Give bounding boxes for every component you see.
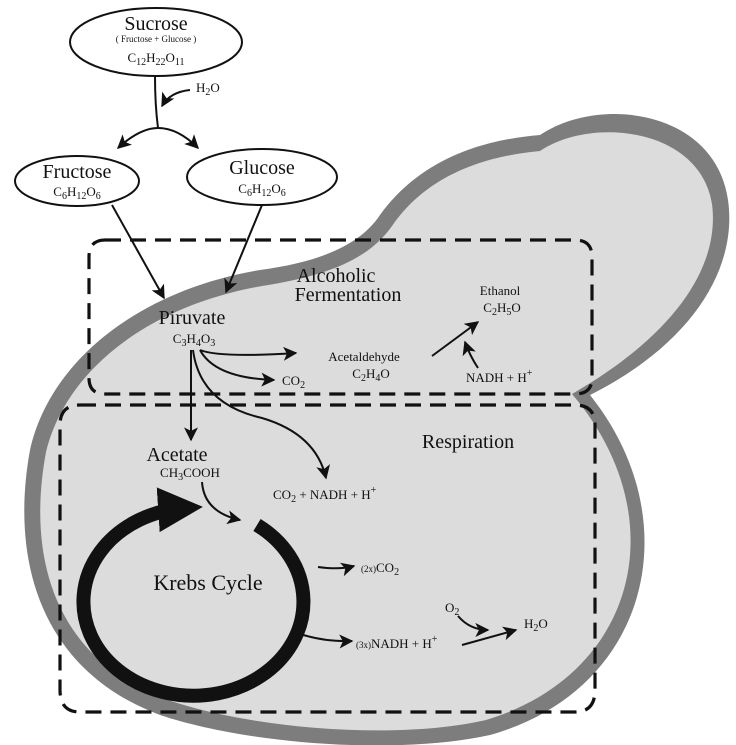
acetaldehyde-label: Acetaldehyde [328, 349, 400, 364]
sucrose-formula: C12H22O11 [127, 50, 184, 68]
acetaldehyde-formula: C2H4O [352, 366, 389, 384]
water-input-label: H2O [196, 80, 220, 98]
fructose-label: Fructose [43, 161, 112, 183]
fructose-oval [14, 155, 140, 207]
krebs-to-co2-arrow [317, 562, 356, 577]
piruvate-to-co2-arrow [199, 349, 276, 387]
acetate-to-krebs-arrow [201, 481, 242, 525]
piruvate-to-acetaldehyde-arrow [199, 346, 298, 361]
cell-interior [40, 132, 713, 731]
fermentation-co2-label: CO2 [282, 373, 305, 391]
respiration-region [58, 403, 597, 714]
acetate-formula: CH3COOH [160, 465, 220, 483]
oxygen-to-water-arrow [457, 615, 490, 637]
fermentation-nadh-label: NADH + H+ [466, 368, 533, 385]
split-to-glucose-arrow [157, 127, 199, 149]
fermentation-title-line1: Alcoholic [297, 265, 376, 287]
ethanol-formula: C2H5O [483, 300, 520, 318]
fructose-formula: C6H12O6 [53, 184, 100, 202]
fermentation-region [87, 238, 594, 396]
glucose-formula: C6H12O6 [238, 181, 285, 199]
respiration-title: Respiration [422, 431, 514, 453]
sucrose-composition-note: ( Fructose + Glucose ) [116, 34, 197, 44]
fructose-to-piruvate-arrow [111, 204, 165, 300]
water-output-label: H2O [524, 616, 548, 634]
krebs-cycle-label: Krebs Cycle [153, 570, 262, 595]
sucrose-stem-line [154, 75, 159, 129]
split-to-fructose-arrow [116, 127, 159, 149]
krebs-to-nadh-arrow [299, 633, 354, 649]
acetate-label: Acetate [146, 444, 207, 466]
glucose-to-piruvate-arrow [224, 204, 263, 294]
krebs-co2-label: (2x)CO2 [361, 560, 399, 578]
sucrose-label: Sucrose [124, 13, 187, 35]
nadh-to-ethanol-arrow [462, 340, 479, 369]
water-input-arrow [161, 89, 191, 108]
krebs-cycle-ring [76, 487, 311, 703]
fermentation-title-line2: Fermentation [295, 284, 402, 306]
yeast-cell [24, 114, 730, 745]
ethanol-label: Ethanol [480, 283, 521, 298]
respiration-products-label: CO2 + NADH + H+ [273, 485, 377, 505]
glucose-label: Glucose [229, 157, 295, 179]
acetaldehyde-to-ethanol-arrow [431, 321, 480, 357]
piruvate-to-respiration-products-arrow [192, 349, 331, 480]
piruvate-formula: C3H4O3 [173, 331, 215, 349]
oxygen-label: O2 [445, 600, 459, 618]
piruvate-label: Piruvate [159, 307, 226, 329]
krebs-nadh-label: (3x)NADH + H+ [356, 634, 438, 651]
nadh-to-water-arrow [461, 626, 518, 646]
